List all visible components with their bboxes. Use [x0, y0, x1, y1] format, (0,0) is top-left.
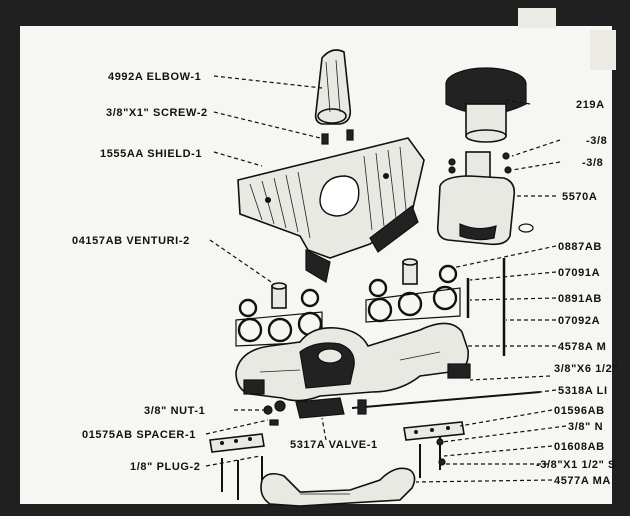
- label-38n: 3/8" N: [568, 421, 603, 433]
- intake-manifold-part: [235, 322, 471, 402]
- label-plug: 1/8" PLUG-2: [130, 461, 201, 473]
- shield-part: [237, 137, 425, 283]
- label-spacer: 01575AB SPACER-1: [82, 429, 196, 441]
- long-stud: [351, 391, 541, 409]
- label-screw: 3/8"X1" SCREW-2: [106, 107, 208, 119]
- air-cleaner-cap-part: [445, 67, 527, 143]
- label-elbow: 4992A ELBOW-1: [108, 71, 201, 83]
- clamp-parts-left: [209, 433, 265, 500]
- label-shield: 1555AA SHIELD-1: [100, 148, 202, 160]
- label-38x612: 3/8"X6 1/2": [554, 363, 618, 375]
- clamp-parts-right: [403, 421, 465, 478]
- gasket-rods: [466, 258, 506, 356]
- label-01608ab: 01608AB: [554, 441, 605, 453]
- leader-lines: [205, 75, 567, 483]
- label-0887ab: 0887AB: [558, 241, 602, 253]
- paper-edge-tab: [590, 30, 616, 70]
- label-valve: 5317A VALVE-1: [290, 439, 378, 451]
- valve-part: [295, 397, 367, 419]
- label-5570a: 5570A: [562, 191, 597, 203]
- screw-parts: [321, 129, 354, 145]
- label-219a: 219A: [576, 99, 605, 111]
- air-cleaner-body-part: [436, 151, 534, 246]
- nut-spacer-parts: [263, 400, 286, 426]
- label-07091a: 07091A: [558, 267, 600, 279]
- label-4578a: 4578A M: [558, 341, 606, 353]
- label-38a: -3/8: [586, 135, 607, 147]
- small-nut-parts: [448, 152, 512, 174]
- label-07092a: 07092A: [558, 315, 600, 327]
- venturi-parts: [271, 258, 418, 309]
- label-01596ab: 01596AB: [554, 405, 605, 417]
- paper-corner-tab: [518, 8, 556, 28]
- label-venturi: 04157AB VENTURI-2: [72, 235, 190, 247]
- label-4577a: 4577A MA: [554, 475, 611, 487]
- elbow-part: [314, 49, 352, 125]
- label-38b: -3/8: [582, 157, 603, 169]
- label-5318a: 5318A LI: [558, 385, 608, 397]
- exhaust-manifold-part: [260, 467, 416, 507]
- part-labels: 4992A ELBOW-1 3/8"X1" SCREW-2 1555AA SHI…: [72, 71, 618, 487]
- label-0891ab: 0891AB: [558, 293, 602, 305]
- label-nut: 3/8" NUT-1: [144, 405, 205, 417]
- label-38x112: -3/8"X1 1/2" S: [536, 459, 616, 471]
